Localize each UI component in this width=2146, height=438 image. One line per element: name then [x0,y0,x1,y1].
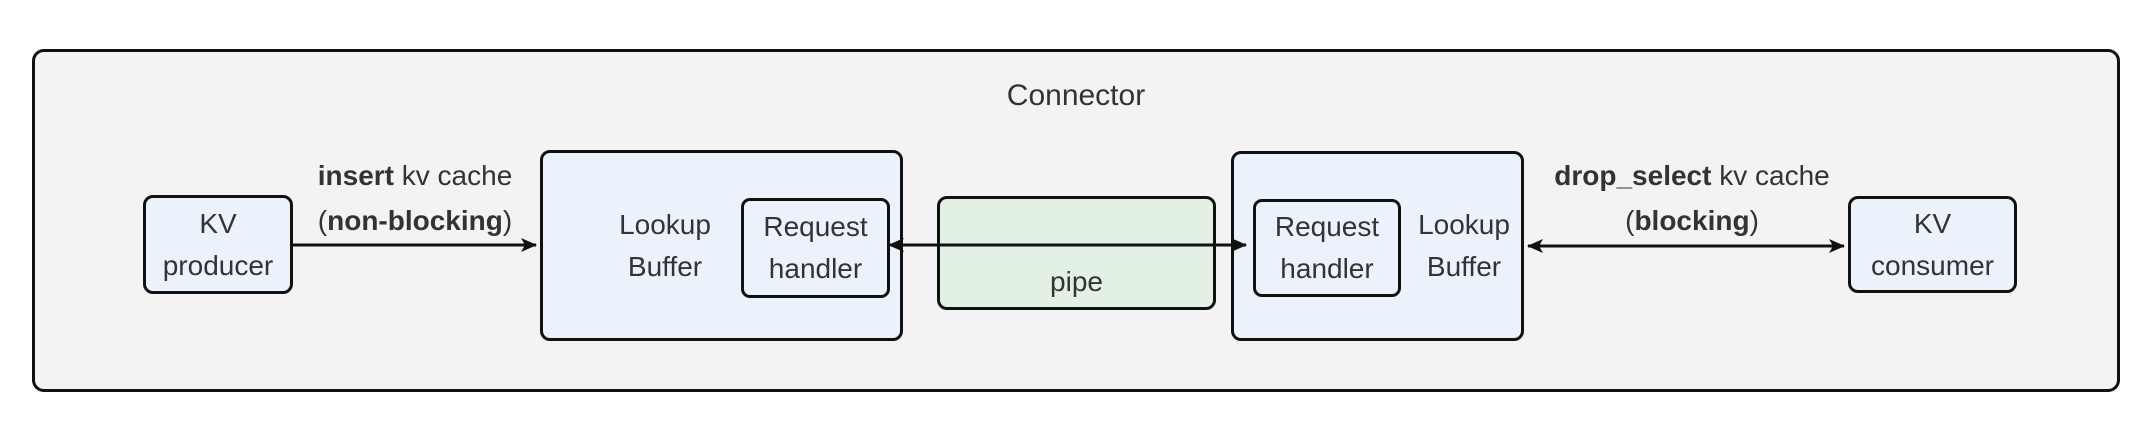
drop-select-edge-label-line1: drop_select kv cache [1532,153,1852,198]
lookup-buffer-left-label-line2: Buffer [627,250,703,282]
lookup-buffer-right-label-line1: Lookup [1418,209,1510,240]
drop-select-edge-label-paren-open: ( [1625,205,1635,236]
insert-edge-label: insert kv cache (non-blocking) [280,153,550,243]
drop-select-edge-label-line2: (blocking) [1532,198,1852,243]
kv-producer-label-line1: KV [199,207,237,239]
lookup-buffer-right-label: Lookup Buffer [1401,154,1527,338]
request-handler-right-label-line1: Request [1274,211,1380,242]
kv-producer-label-line2: producer [162,249,274,281]
request-handler-left-label-line1: Request [763,211,868,242]
insert-edge-label-paren-close: ) [502,205,513,236]
request-handler-right-node: Request handler [1253,199,1401,297]
insert-edge-label-line1: insert kv cache [280,153,550,198]
drop-select-edge-label-bold2: blocking [1634,205,1750,236]
lookup-buffer-right-label-line2: Buffer [1426,251,1502,282]
connector-title: Connector [1006,79,1146,112]
lookup-buffer-right-node: Request handler Lookup Buffer [1231,151,1524,341]
drop-select-edge-label-rest: kv cache [1711,160,1830,191]
drop-select-edge-label: drop_select kv cache (blocking) [1532,153,1852,243]
pipe-node: pipe [937,196,1216,310]
insert-edge-label-bold: insert [317,160,394,191]
drop-select-edge-label-paren-close: ) [1749,205,1759,236]
lookup-buffer-left-label: Lookup Buffer [589,153,741,338]
request-handler-left-label-line2: handler [768,253,863,284]
pipe-label: pipe [1050,266,1103,297]
lookup-buffer-left-label-line1: Lookup [619,208,711,240]
kv-consumer-label-line1: KV [1913,207,1952,239]
kv-producer-node: KV producer [143,195,293,294]
insert-edge-label-line2: (non-blocking) [280,198,550,243]
request-handler-right-label-line2: handler [1280,253,1374,284]
insert-edge-label-bold2: non-blocking [327,205,503,236]
kv-consumer-node: KV consumer [1848,196,2017,293]
drop-select-edge-label-bold: drop_select [1554,160,1712,191]
request-handler-left-node: Request handler [741,198,890,298]
lookup-buffer-left-node: Lookup Buffer Request handler [540,150,903,341]
insert-edge-label-paren-open: ( [317,205,328,236]
insert-edge-label-rest: kv cache [393,160,513,191]
kv-consumer-label-line2: consumer [1871,249,1994,281]
